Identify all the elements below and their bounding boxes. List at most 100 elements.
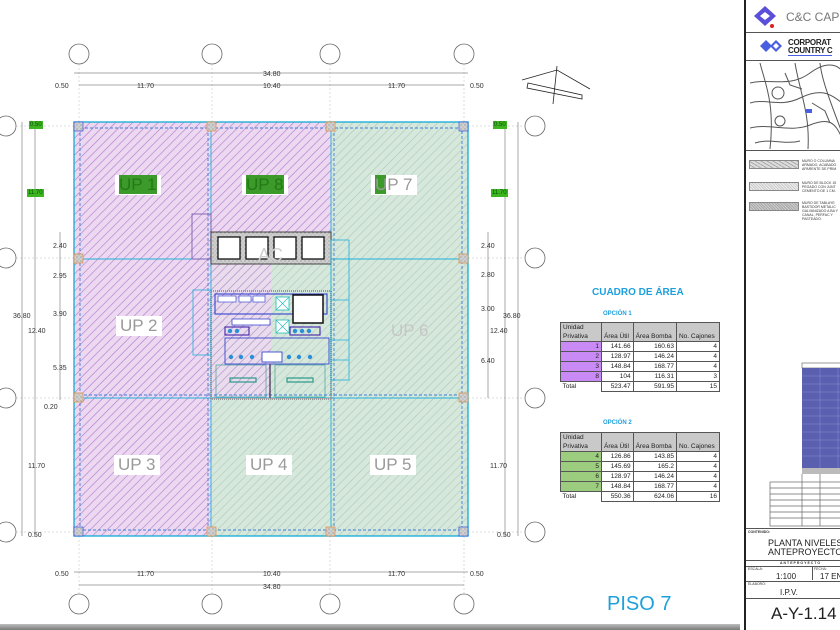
- north-arrow-icon: [521, 65, 591, 105]
- dim-left-mid: 12.40: [28, 328, 46, 335]
- stairs: [215, 364, 326, 398]
- phase-label: ANTEPROYECTO: [780, 561, 822, 565]
- grid-bubbles: [0, 43, 546, 615]
- table-row: 1 141.66 160.63 4: [560, 341, 721, 352]
- dim-span-bottom-3: 11.70: [388, 571, 405, 578]
- dim-margin-left-bottom: 0.50: [55, 571, 69, 578]
- dim-total-top: 34.80: [263, 71, 281, 78]
- grid-bubble: [0, 521, 17, 543]
- column: [206, 121, 217, 132]
- col-header-util: Área Útil: [601, 322, 634, 342]
- dim-left-core-1: 2.40: [53, 243, 67, 250]
- dim-right-core-1: 2.40: [481, 243, 495, 250]
- dim-margin-right-bottom: 0.50: [470, 571, 484, 578]
- escala-value: 1:100: [776, 572, 797, 581]
- grid-bubble: [0, 387, 17, 409]
- elevator: [245, 236, 269, 260]
- bottom-border: [0, 624, 740, 630]
- dim-right-bottom: 11.70: [490, 463, 507, 470]
- dim-span-bottom-1: 11.70: [137, 571, 154, 578]
- project-logo-line2: COUNTRY C: [788, 46, 833, 56]
- dim-left-core-5: 0.20: [44, 404, 58, 411]
- building-elevation: [769, 362, 840, 527]
- dim-span-top-2: 10.40: [263, 83, 281, 90]
- dim-left-core-4: 5.35: [53, 365, 67, 372]
- unit-label-up4[interactable]: UP 4: [246, 455, 292, 475]
- zone-up6: [331, 259, 468, 398]
- table-row: 6 128.97 146.24 4: [560, 471, 721, 482]
- unit-label-up1[interactable]: UP 1: [115, 175, 161, 195]
- elaboro-value: I.P.V.: [780, 588, 798, 597]
- table-total-row: Total 550.36 624.06 16: [560, 491, 721, 502]
- dim-span-bottom-2: 10.40: [263, 571, 281, 578]
- elevator: [301, 236, 325, 260]
- legend-text-concrete: MURO O COLUMNA ARMADO, ACABADO APARENTE …: [802, 159, 837, 171]
- grid-bubble: [319, 43, 341, 65]
- unit-label-up5[interactable]: UP 5: [370, 455, 416, 475]
- unit-label-up8[interactable]: UP 8: [242, 175, 288, 195]
- dim-span-top-3: 11.70: [388, 83, 405, 90]
- grid-bubble: [524, 521, 546, 543]
- dim-left-core-3: 3.90: [53, 311, 67, 318]
- grid-bubble: [524, 387, 546, 409]
- unit-label-up7[interactable]: UP 7: [371, 175, 417, 195]
- dim-margin-right-top: 0.50: [470, 83, 484, 90]
- elaboro-label: ELABORÓ:: [748, 582, 766, 586]
- fecha-value: 17 EN: [820, 572, 840, 581]
- dim-left-core-2: 2.95: [53, 273, 67, 280]
- table-total-row: Total 523.47 591.95 15: [560, 381, 721, 392]
- company-logo-icon: [754, 6, 776, 28]
- col-header-cajones: No. Cajones: [675, 432, 721, 452]
- dim-left-margin-bottom: 0.50: [28, 532, 42, 539]
- fecha-label: FECHA:: [814, 567, 827, 571]
- dim-right-total: 36.80: [503, 313, 521, 320]
- floor-plan: AC: [0, 43, 591, 615]
- escala-label: ESCALA:: [748, 567, 763, 571]
- site-marker: [806, 109, 812, 113]
- column: [73, 526, 84, 537]
- dim-margin-left-top: 0.50: [55, 83, 69, 90]
- building-core: AC: [192, 231, 350, 400]
- project-logo-icon: [760, 40, 782, 52]
- grid-bubble: [0, 115, 17, 137]
- dim-right-core-3: 3.00: [481, 306, 495, 313]
- option1-title: OPCIÓN 1: [603, 311, 632, 317]
- legend-swatch-drywall: [749, 202, 799, 211]
- contenido-line2: ANTEPROYECTO: [768, 547, 840, 557]
- dim-right-core-4: 6.40: [481, 358, 495, 365]
- legend-swatch-block: [749, 182, 799, 191]
- grid-bubble: [68, 593, 90, 615]
- option2-title: OPCIÓN 2: [603, 420, 632, 426]
- dim-tag-right-top: 11.70: [491, 189, 508, 197]
- col-header-cajones: No. Cajones: [675, 322, 721, 342]
- elevator: [217, 236, 241, 260]
- unit-label-up6[interactable]: UP 6: [391, 321, 429, 340]
- column: [325, 121, 336, 132]
- table-row: 7 148.84 168.77 4: [560, 481, 721, 492]
- column: [206, 526, 217, 537]
- grid-bubble: [201, 593, 223, 615]
- legend-text-block: MURO DE BLOCK 15 PEGADO CON JUNT CEMENTO…: [802, 181, 837, 193]
- col-header-bomba: Área Bomba: [632, 432, 677, 452]
- grid-bubble: [524, 247, 546, 269]
- column: [73, 392, 84, 403]
- grid-bubble: [453, 593, 475, 615]
- area-table-option2: Unidad Privativa Área Útil Área Bomba No…: [560, 432, 721, 502]
- dim-left-bottom: 11.70: [28, 463, 45, 470]
- unit-label-up3[interactable]: UP 3: [114, 455, 160, 475]
- dim-span-top-1: 11.70: [137, 83, 154, 90]
- grid-bubble: [524, 115, 546, 137]
- dim-right-core-2: 2.80: [481, 272, 495, 279]
- table-row: 5 145.69 165.2 4: [560, 461, 721, 472]
- table-row: 3 148.84 168.77 4: [560, 361, 721, 372]
- elevators: [217, 236, 325, 260]
- unit-label-up2[interactable]: UP 2: [116, 316, 162, 336]
- table-row: 2 128.97 146.24 4: [560, 351, 721, 362]
- company-name: C&C CAP: [786, 10, 840, 24]
- dim-tag-top-left: 0.50: [29, 121, 43, 129]
- elevator: [273, 236, 297, 260]
- service-elevator: [292, 294, 324, 324]
- area-table-title: CUADRO DE ÁREA: [592, 287, 684, 298]
- col-header-util: Área Útil: [601, 432, 634, 452]
- grid-bubble: [319, 593, 341, 615]
